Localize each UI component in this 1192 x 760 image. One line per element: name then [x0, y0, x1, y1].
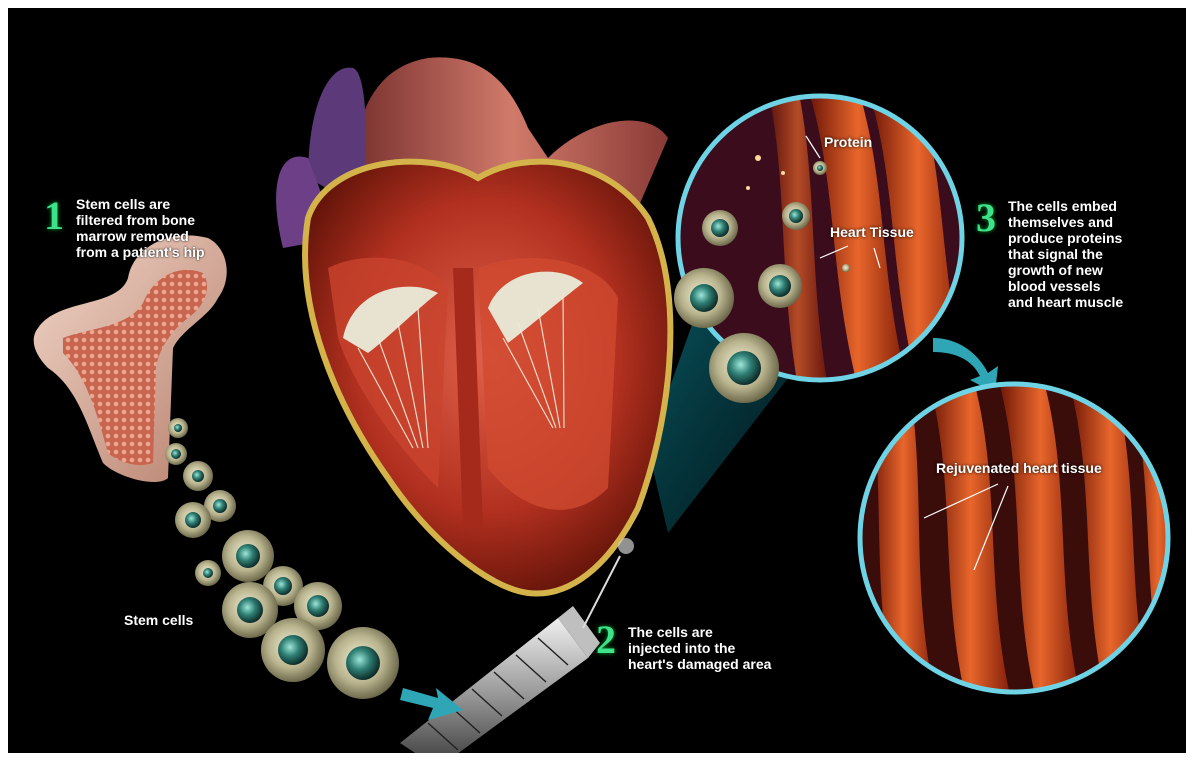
step-3-line: themselves and — [1008, 214, 1123, 230]
protein-label: Protein — [824, 134, 872, 150]
illustration-canvas: 1 Stem cells are filtered from bone marr… — [8, 8, 1186, 753]
step-2-line: injected into the — [628, 640, 771, 656]
step-3-line: The cells embed — [1008, 198, 1123, 214]
step-2-line: The cells are — [628, 624, 771, 640]
step-1-number: 1 — [44, 196, 64, 236]
step-2-number: 2 — [596, 620, 616, 660]
step-1-line: Stem cells are — [76, 196, 205, 212]
magnified-view-rejuvenated — [860, 378, 1186, 708]
stem-cells-label: Stem cells — [124, 612, 193, 628]
step-1-line: filtered from bone — [76, 212, 205, 228]
heart-tissue-label: Heart Tissue — [830, 224, 914, 240]
step-3-line: growth of new — [1008, 262, 1123, 278]
step-3-caption: The cells embed themselves and produce p… — [1008, 198, 1123, 310]
step-2-line: heart's damaged area — [628, 656, 771, 672]
step-1-line: marrow removed — [76, 228, 205, 244]
step-3-line: that signal the — [1008, 246, 1123, 262]
step-3-line: produce proteins — [1008, 230, 1123, 246]
step-3-line: blood vessels — [1008, 278, 1123, 294]
injection-site — [618, 538, 634, 554]
step-1-caption: Stem cells are filtered from bone marrow… — [76, 196, 205, 260]
rejuvenated-tissue-label: Rejuvenated heart tissue — [936, 460, 1102, 476]
magnified-view-injection — [674, 88, 968, 403]
step-2-caption: The cells are injected into the heart's … — [628, 624, 771, 672]
step-1-line: from a patient's hip — [76, 244, 205, 260]
step-3-line: and heart muscle — [1008, 294, 1123, 310]
step-3-number: 3 — [976, 198, 996, 238]
stem-cell-chain — [165, 418, 399, 699]
